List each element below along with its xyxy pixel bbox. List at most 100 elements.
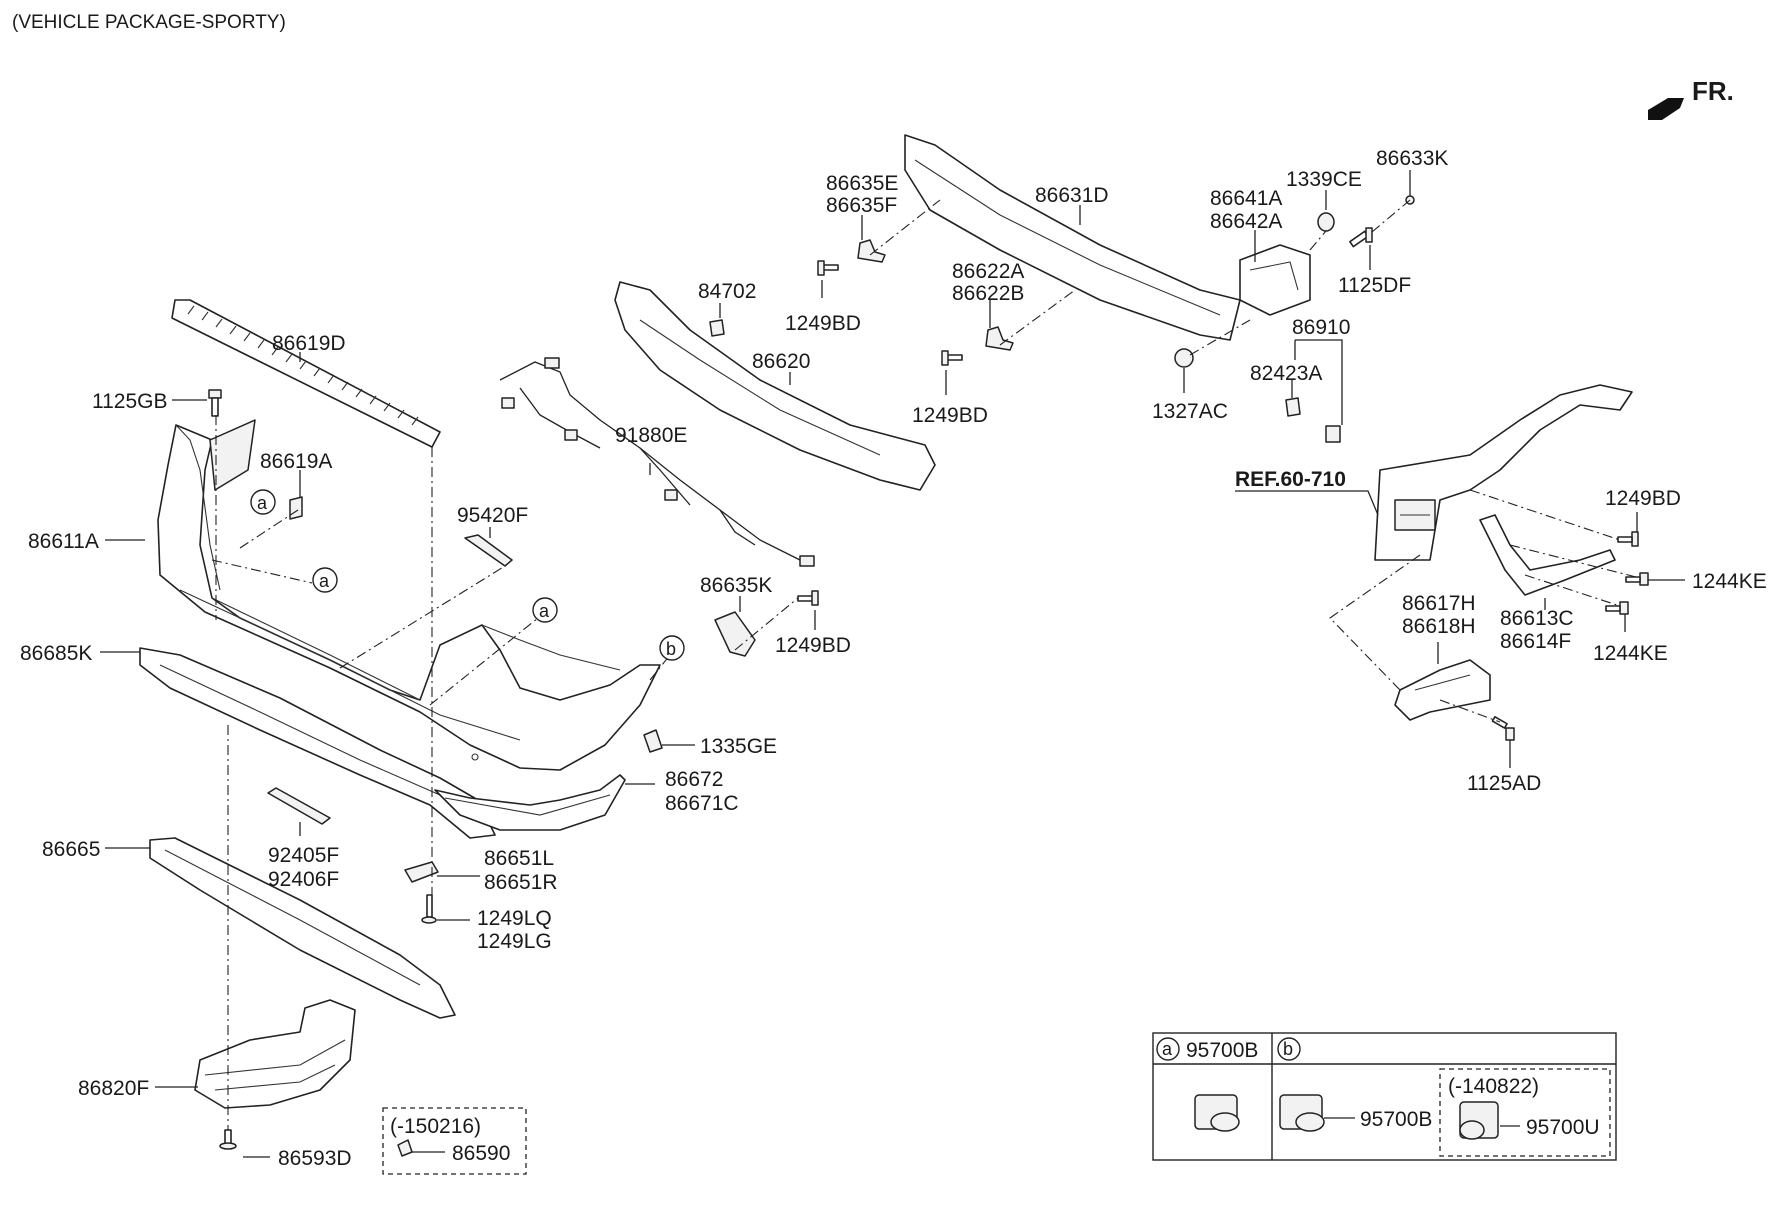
label-1335GE: 1335GE [700,735,777,758]
legend-b-range: (-140822) [1448,1075,1539,1098]
label-86619A: 86619A [260,450,332,473]
label-86622A: 86622A [952,260,1024,283]
label-86622B: 86622B [952,282,1024,305]
label-1249LG: 1249LG [477,930,552,953]
part-86619D-shape [171,299,441,448]
part-86622A-shape [985,326,1014,351]
label-86611A: 86611A [28,530,99,553]
label-1249BD-e: 1249BD [785,312,861,335]
part-1249BD-a-shape [941,350,963,366]
part-86590-shape [397,1139,413,1157]
label-1249BD-k: 1249BD [775,634,851,657]
callout-a-3: a [532,597,558,623]
sensor-b2-icon [1459,1101,1499,1140]
label-95420F: 95420F [457,504,528,527]
legend-b-part: 95700B [1360,1108,1432,1131]
part-1125DF-shape [1349,227,1373,248]
label-86614F: 86614F [1500,630,1571,653]
label-1244KE-1: 1244KE [1692,570,1767,593]
label-82423A: 82423A [1250,362,1322,385]
part-86651L-shape [404,861,439,883]
part-86613C-shape [1479,514,1616,596]
part-1327AC-shape [1174,348,1194,368]
callout-a-2: a [312,567,338,593]
label-86651R: 86651R [484,871,558,894]
label-86635K: 86635K [700,574,772,597]
part-1249BD-k-shape [797,590,819,606]
part-86611A-shape [157,419,661,771]
label-86633K: 86633K [1376,147,1448,170]
part-95420F-shape [464,534,513,567]
note-box-150216: (-150216) 86590 [382,1107,527,1175]
leader-lines [100,170,1685,1158]
svg-text:a: a [539,601,550,621]
callout-a-1: a [250,489,276,515]
legend-header-a: a 95700B [1156,1037,1258,1062]
label-86820F: 86820F [78,1077,149,1100]
direction-label: FR. [1692,76,1734,106]
part-82423A-shape [1285,397,1301,417]
svg-text:b: b [666,639,676,659]
part-86665-shape [149,837,456,1019]
part-84702-shape [709,319,725,337]
label-86910: 86910 [1292,316,1350,339]
part-1249LQ-shape [421,894,437,924]
part-labels: 86619D 1125GB 86619A 86611A 86685K 86665… [20,147,1767,1170]
label-86613C: 86613C [1500,607,1574,630]
svg-text:b: b [1283,1039,1293,1059]
part-1125GB-shape [208,389,222,417]
sensor-b-icon [1279,1094,1325,1132]
label-1125GB: 1125GB [92,390,168,413]
part-86685K-shape [139,647,496,839]
label-86651L: 86651L [484,847,554,870]
label-1125AD: 1125AD [1467,772,1541,795]
label-ref-60-710: REF.60-710 [1235,468,1346,491]
part-1249BD-e-shape [817,260,839,276]
label-86617H: 86617H [1402,592,1476,615]
label-86593D: 86593D [278,1147,352,1170]
label-91880E: 91880E [615,424,687,447]
part-1244KE-1-shape [1625,572,1649,586]
direction-arrow-icon [1648,98,1684,120]
part-1335GE-shape [643,729,663,753]
part-86635K-shape [714,611,756,657]
label-86631D: 86631D [1035,184,1109,207]
legend-b-part2: 95700U [1526,1116,1600,1139]
diagram-title: (VEHICLE PACKAGE-SPORTY) [12,12,286,33]
label-86618H: 86618H [1402,615,1476,638]
legend-header-b: b [1277,1037,1301,1061]
label-86671C: 86671C [665,792,739,815]
assembly-lines [211,199,1641,1130]
part-92405F-shape [267,787,331,825]
label-92406F: 92406F [268,868,339,891]
label-86641A: 86641A [1210,187,1282,210]
label-86620: 86620 [752,350,810,373]
label-84702: 84702 [698,280,756,303]
part-86672-shape [434,774,626,831]
svg-text:a: a [257,493,268,513]
label-86665: 86665 [42,838,100,861]
part-86910-shape [1325,425,1341,443]
legend-a-part: 95700B [1186,1039,1258,1062]
label-86685K: 86685K [20,642,92,665]
label-1339CE: 1339CE [1286,168,1362,191]
label-1249LQ: 1249LQ [477,907,552,930]
part-91880E-shape [499,357,815,567]
part-86631D-shape [904,134,1241,341]
note-box-part: 86590 [452,1142,510,1165]
svg-text:a: a [1162,1039,1173,1059]
part-86641A-shape [1239,244,1311,316]
part-1125AD-shape [1491,715,1515,741]
part-86619A-shape [289,496,303,520]
part-1249BD-r-shape [1617,531,1639,547]
label-1327AC: 1327AC [1152,400,1228,423]
part-86635E-shape [857,239,886,263]
label-1249BD-r: 1249BD [1605,487,1681,510]
label-92405F: 92405F [268,844,339,867]
sensor-a-icon [1194,1094,1240,1132]
legend-table: a 95700B b 95700B (-140822) 95700U [1152,1032,1617,1161]
note-box-range: (-150216) [390,1115,481,1138]
label-86642A: 86642A [1210,210,1282,233]
label-1125DF: 1125DF [1338,274,1411,297]
